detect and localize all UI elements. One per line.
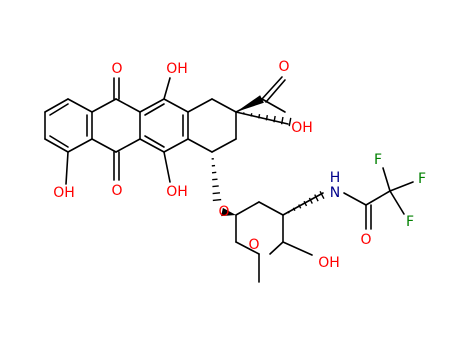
bond <box>67 98 93 113</box>
bond <box>163 98 189 113</box>
bond <box>67 138 93 153</box>
bond <box>144 135 165 148</box>
hash-stroke <box>280 116 284 125</box>
bond <box>187 138 213 153</box>
bond <box>49 103 69 116</box>
hash-stroke <box>212 192 221 195</box>
bond <box>265 79 286 103</box>
hash-stroke <box>258 114 261 119</box>
hash-stroke <box>287 210 290 214</box>
hash-stroke <box>265 114 269 121</box>
bond <box>365 190 391 206</box>
atom-label-o-top-oh: OH <box>166 61 188 77</box>
bond <box>235 201 260 216</box>
wedge-bond-anomeric <box>221 207 236 217</box>
atom-label-o-top-carbonyl: O <box>111 61 122 77</box>
bond <box>258 201 284 216</box>
bond <box>389 181 414 192</box>
hash-stroke <box>314 194 319 202</box>
bond <box>144 103 165 116</box>
bond <box>211 98 237 113</box>
atom-label-f-1: F <box>374 152 382 168</box>
bond <box>235 111 289 125</box>
bond <box>44 138 69 153</box>
bond <box>139 98 165 113</box>
atom-label-o-sugar-oh: OH <box>318 255 340 271</box>
hashed-bond-oh <box>242 112 292 127</box>
hash-stroke <box>298 204 302 209</box>
hash-stroke <box>288 117 292 127</box>
atom-label-f-3: F <box>406 214 414 230</box>
bond <box>261 98 286 113</box>
hashed-bond-glycoside <box>211 158 222 202</box>
bond <box>163 77 171 100</box>
bond <box>139 138 165 153</box>
atom-label-f-2: F <box>418 171 426 187</box>
bond <box>343 192 367 206</box>
hash-stroke <box>212 178 218 181</box>
atom-label-o-bottom-oh: OH <box>166 184 188 200</box>
hash-stroke <box>303 200 308 207</box>
bond <box>187 98 213 113</box>
hash-stroke <box>250 113 253 117</box>
bond <box>115 98 141 113</box>
bond <box>91 98 117 113</box>
atom-label-n-amide: N <box>330 185 340 201</box>
bond <box>163 138 189 153</box>
atom-label-o-left-oh: OH <box>53 185 75 201</box>
bond <box>235 241 260 255</box>
hash-stroke <box>273 115 276 123</box>
atom-label-o-ring: O <box>248 237 259 253</box>
bond <box>44 98 69 113</box>
atom-label-o-acetyl: O <box>278 59 289 75</box>
atom-label-o-bottom-carbonyl: O <box>111 183 122 199</box>
hash-stroke <box>308 197 313 204</box>
hash-stroke <box>292 207 296 212</box>
atom-label-layer: O OH O OH O OH OH O NH F F F O O OH <box>53 59 426 271</box>
wedge-bond-acetyl <box>236 95 264 112</box>
hash-stroke <box>212 198 222 202</box>
atom-label-o-amide: O <box>360 232 371 248</box>
bond <box>211 138 237 153</box>
bond <box>282 241 313 256</box>
bond <box>269 241 284 255</box>
bond <box>91 138 117 153</box>
hash-stroke <box>212 185 219 188</box>
bond <box>389 190 405 215</box>
atom-label-o-glycoside: O <box>218 204 229 220</box>
atom-label-h-amide: H <box>330 170 341 186</box>
stereo-bond-layer <box>211 95 325 217</box>
bond <box>115 138 141 153</box>
bond-layer <box>44 76 414 283</box>
hash-stroke <box>319 190 325 200</box>
bond <box>261 76 283 100</box>
atom-label-o-mid-oh: OH <box>291 120 313 136</box>
bond <box>65 151 69 185</box>
bond <box>382 167 391 192</box>
bond <box>49 135 69 148</box>
bond <box>163 151 171 183</box>
hashed-bond-amide <box>287 190 325 214</box>
